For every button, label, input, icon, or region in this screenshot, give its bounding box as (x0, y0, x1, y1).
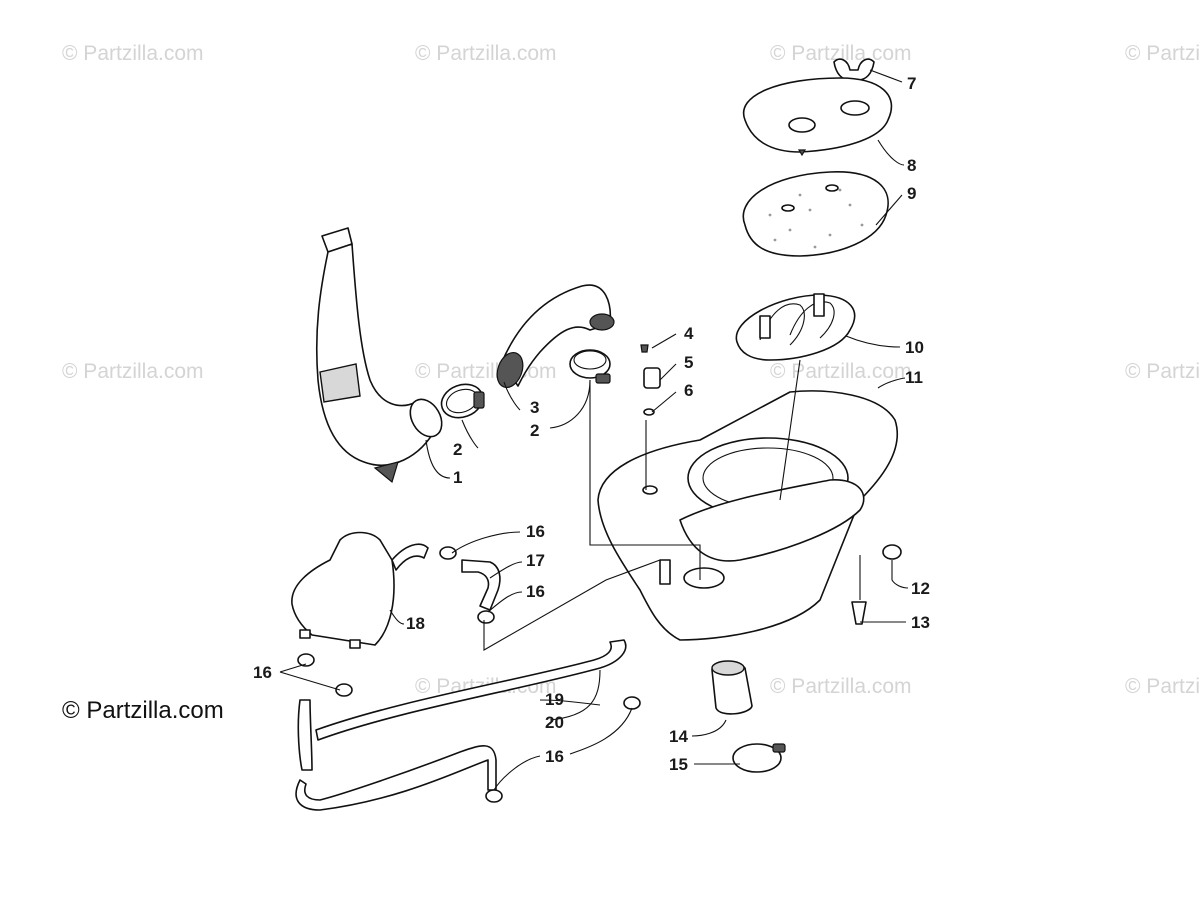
part-vent-hose-long[interactable] (297, 639, 627, 771)
watermark: © Partzilla.com (1125, 675, 1200, 698)
callout-2[interactable]: 2 (530, 421, 539, 440)
watermark: © Partzilla.com (415, 360, 557, 383)
part-hose-clamps-small[interactable] (297, 546, 641, 803)
callout-1[interactable]: 1 (453, 468, 462, 487)
brand-watermark: © Partzilla.com (62, 697, 224, 724)
callout-16[interactable]: 16 (526, 522, 545, 541)
part-filter-cage[interactable] (735, 293, 856, 361)
callout-4[interactable]: 4 (684, 324, 694, 343)
callout-5[interactable]: 5 (684, 353, 693, 372)
part-screw-bracket-washer[interactable] (640, 344, 661, 416)
part-intake-duct[interactable] (315, 227, 448, 484)
watermark: © Partzilla.com (62, 360, 204, 383)
callout-3[interactable]: 3 (530, 398, 539, 417)
part-air-box[interactable] (597, 390, 898, 641)
watermark: © Partzilla.com (1125, 360, 1200, 383)
callout-9[interactable]: 9 (907, 184, 916, 203)
part-coupler-clamp[interactable] (732, 743, 786, 773)
callout-16[interactable]: 16 (545, 747, 564, 766)
watermark: © Partzilla.com (1125, 42, 1200, 65)
part-elbow-hose[interactable] (461, 559, 501, 611)
callout-14[interactable]: 14 (669, 727, 688, 746)
callout-8[interactable]: 8 (907, 156, 916, 175)
part-coupler-boot[interactable] (711, 660, 753, 715)
callout-15[interactable]: 15 (669, 755, 688, 774)
watermark: © Partzilla.com (62, 42, 204, 65)
part-hose-clamp-center[interactable] (569, 349, 611, 384)
callout-10[interactable]: 10 (905, 338, 924, 357)
callout-11[interactable]: 11 (905, 368, 923, 387)
callout-6[interactable]: 6 (684, 381, 693, 400)
watermark: © Partzilla.com (770, 675, 912, 698)
part-reservoir-tank[interactable] (291, 531, 429, 649)
callout-12[interactable]: 12 (911, 579, 930, 598)
part-foam-filter[interactable] (742, 171, 889, 257)
callout-labels: 1 2 3 2 4 5 6 7 8 9 10 11 12 13 16 17 16… (253, 74, 930, 774)
watermark: © Partzilla.com (770, 360, 912, 383)
watermark: © Partzilla.com (770, 42, 912, 65)
callout-7[interactable]: 7 (907, 74, 916, 93)
part-grommet[interactable] (882, 544, 902, 560)
part-drain-hose-long[interactable] (295, 745, 497, 811)
callout-13[interactable]: 13 (911, 613, 930, 632)
watermark: © Partzilla.com (415, 42, 557, 65)
callout-16[interactable]: 16 (253, 663, 272, 682)
part-air-box-cover[interactable] (742, 77, 893, 157)
callout-18[interactable]: 18 (406, 614, 425, 633)
part-drain-plug[interactable] (851, 601, 867, 625)
part-intake-boot[interactable] (493, 284, 615, 391)
callout-2[interactable]: 2 (453, 440, 462, 459)
callout-19[interactable]: 19 (545, 690, 564, 709)
part-hose-clamp-left[interactable] (437, 379, 487, 423)
callout-20[interactable]: 20 (545, 713, 564, 732)
watermark-layer: © Partzilla.com © Partzilla.com © Partzi… (62, 42, 1200, 698)
leader-lines (279, 69, 909, 791)
callout-16[interactable]: 16 (526, 582, 545, 601)
callout-17[interactable]: 17 (526, 551, 545, 570)
